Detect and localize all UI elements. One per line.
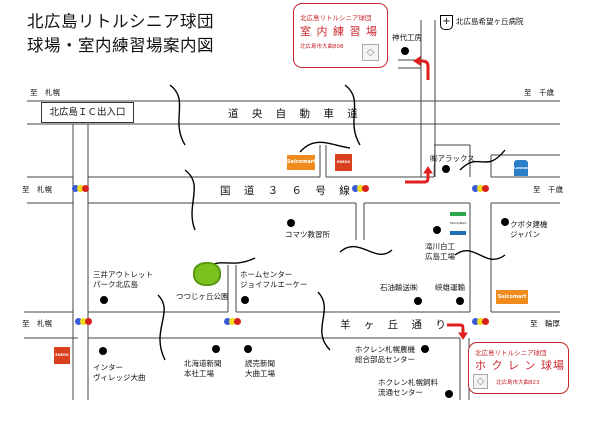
- mitsui-outlet-label: 三井アウトレット パーク北広島: [93, 270, 153, 289]
- hokuren-shiryo-label: ホクレン札幌飼料 流通センター: [378, 378, 438, 397]
- hospital-icon: +: [440, 15, 453, 30]
- direction-sapporo-route36: 至 札幌: [22, 185, 52, 194]
- tsutsuji-park-label: つつじヶ丘公園: [176, 292, 229, 301]
- route-arrows: [405, 56, 468, 340]
- field-team-name: 北広島リトルシニア球団: [475, 349, 547, 357]
- direction-sapporo-expressway: 至 札幌: [30, 88, 60, 97]
- inter-village-label: インター ヴィレッジ大曲: [93, 363, 146, 382]
- inter-village-marker: [99, 347, 107, 355]
- hitsujigaoka-street-label: 羊 ヶ 丘 通 り: [340, 319, 451, 331]
- takikawa-label: 滝川白工 広島工場: [425, 242, 455, 261]
- traffic-signal-icon: [72, 185, 89, 192]
- seicomart-logo-south: Seicomart: [496, 290, 528, 304]
- direction-chitose-expressway: 至 千歳: [524, 88, 554, 97]
- expressway-label: 道 央 自 動 車 道: [228, 108, 363, 120]
- mitsui-outlet-marker: [100, 296, 108, 304]
- map-title-line1: 北広島リトルシニア球団: [27, 12, 214, 31]
- direction-sapporo-hitsujigaoka: 至 札幌: [22, 319, 52, 328]
- map-break-marks: [157, 84, 506, 361]
- yomiuri-label: 読売新聞 大曲工場: [245, 359, 275, 378]
- baseball-glove-icon: ◇: [473, 374, 488, 389]
- hokuren-noki-label: ホクレン札幌農機 総合部品センター: [355, 345, 415, 364]
- yomiuri-marker: [244, 345, 252, 353]
- sekiyu-label: 石油輸送㈱: [380, 283, 418, 292]
- indoor-address: 北広島市大曲808: [300, 44, 344, 50]
- traffic-signal-icon: [472, 185, 489, 192]
- unyu-marker: [456, 297, 464, 305]
- field-name: ホ ク レ ン 球場: [475, 359, 565, 372]
- hokuren-shiryo-marker: [445, 390, 453, 398]
- baseball-glove-icon: ◇: [362, 44, 379, 61]
- hokkaido-np-label: 北海道新聞 本社工場: [184, 359, 222, 378]
- direction-chitose-route36: 至 千歳: [533, 185, 563, 194]
- familymart-logo: FamilyMart: [450, 212, 467, 235]
- hokuren-noki-marker: [421, 345, 429, 353]
- sekiyu-marker: [414, 297, 422, 305]
- homecenter-label: ホームセンター ジョイフルエーケー: [240, 270, 308, 289]
- kamishiro-marker: [401, 47, 409, 55]
- ic-entrance-label: 北広島ＩＣ出入口: [41, 102, 134, 123]
- indoor-practice-field-box: 北広島リトルシニア球団 室 内 練 習 場 北広島市大曲808 ◇: [293, 3, 388, 68]
- hokkaido-np-marker: [212, 345, 220, 353]
- map-title-line2: 球場・室内練習場案内図: [27, 36, 214, 55]
- field-address: 北広島市大曲823: [496, 380, 540, 386]
- hokuren-field-box: 北広島リトルシニア球団 ホ ク レ ン 球場 北広島市大曲823 ◇: [468, 342, 569, 394]
- traffic-signal-icon: [224, 318, 241, 325]
- eneos-logo: ENEOS: [335, 154, 352, 171]
- arax-label: ㈱アラックス: [430, 154, 475, 163]
- takikawa-marker: [433, 226, 441, 234]
- hospital-label: 北広島希望ヶ丘病院: [456, 17, 524, 26]
- traffic-signal-icon: [472, 318, 489, 325]
- park-icon: [193, 262, 221, 286]
- homecenter-marker: [241, 296, 249, 304]
- kamishiro-label: 神代工房: [392, 33, 422, 42]
- kubota-marker: [501, 218, 509, 226]
- komatsu-label: コマツ教習所: [285, 230, 330, 239]
- seicomart-logo: Seicomart: [287, 155, 316, 170]
- kubota-label: クボタ建機 ジャパン: [510, 220, 548, 239]
- komatsu-marker: [287, 219, 295, 227]
- arax-marker: [442, 165, 450, 173]
- indoor-team-name: 北広島リトルシニア球団: [300, 14, 372, 22]
- unyu-label: 峡雄運輸: [435, 283, 465, 292]
- traffic-signal-icon: [352, 185, 369, 192]
- lawson-logo: LAWSON: [514, 160, 529, 176]
- route36-label: 国 道 ３ ６ 号 線: [220, 185, 355, 197]
- eneos-logo-south: ENEOS: [54, 347, 70, 364]
- direction-wattsu: 至 輪厚: [530, 319, 560, 328]
- traffic-signal-icon: [75, 318, 92, 325]
- indoor-facility-name: 室 内 練 習 場: [300, 25, 378, 38]
